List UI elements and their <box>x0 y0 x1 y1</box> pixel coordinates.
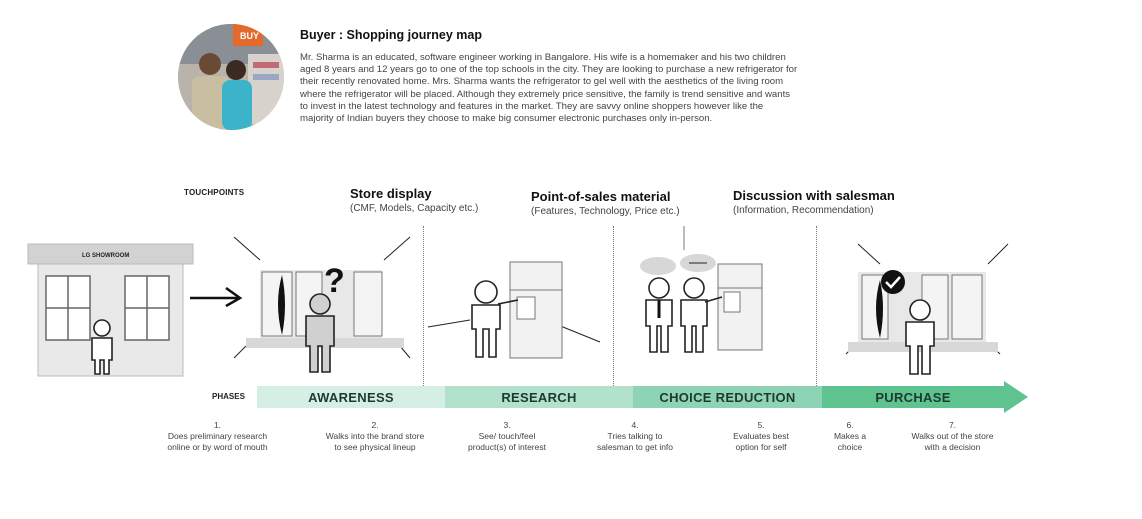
salesman-discussion-subtitle: (Information, Recommendation) <box>733 205 874 216</box>
speech-bubble-icon <box>640 254 716 275</box>
step-1: 1. Does preliminary research online or b… <box>167 420 268 452</box>
showroom-building <box>27 243 194 377</box>
step-6: 6. Makes a choice <box>833 420 867 452</box>
phase-awareness: AWARENESS <box>257 386 445 408</box>
step-3: 3. See/ touch/feel product(s) of interes… <box>468 420 546 452</box>
store-display-title: Store display <box>350 186 432 201</box>
point-of-sale-scene <box>427 319 601 343</box>
store-display-scene <box>233 236 411 359</box>
refrigerator-icon <box>261 271 383 337</box>
phases-label: PHASES <box>212 392 245 401</box>
buyer-photo: BUY <box>178 24 284 130</box>
purchase-scene <box>845 243 1009 355</box>
step-5: 5. Evaluates best option for self <box>733 420 789 452</box>
checkmark-icon <box>881 270 905 294</box>
question-mark-icon: ? <box>324 262 345 300</box>
stage-divider <box>423 226 424 386</box>
page-title: Buyer : Shopping journey map <box>300 28 482 42</box>
refrigerator-icon <box>717 263 763 351</box>
touchpoints-label: TOUCHPOINTS <box>184 188 245 197</box>
refrigerator-decor <box>278 275 285 335</box>
phase-choice-reduction: CHOICE REDUCTION <box>633 386 822 408</box>
refrigerator-decor <box>876 280 883 338</box>
person-icon <box>471 280 519 358</box>
person-icon <box>305 293 335 373</box>
step-4: 4. Tries talking to salesman to get info <box>596 420 674 452</box>
pos-material-subtitle: (Features, Technology, Price etc.) <box>531 206 680 217</box>
person-icon <box>680 277 723 353</box>
buyer-photo-illustration: BUY <box>178 24 284 130</box>
buy-sign-text: BUY <box>240 31 259 41</box>
store-display-subtitle: (CMF, Models, Capacity etc.) <box>350 203 479 214</box>
showroom-sign: LG SHOWROOM <box>82 253 129 259</box>
salesman-discussion-title: Discussion with salesman <box>733 188 895 203</box>
stage-divider <box>613 226 614 386</box>
buy-sign <box>233 24 263 46</box>
step-7: 7. Walks out of the store with a decisio… <box>911 420 994 452</box>
persona-description: Mr. Sharma is an educated, software engi… <box>300 52 798 125</box>
person-icon <box>645 277 673 353</box>
svg-text:?: ? <box>324 262 345 300</box>
person-icon <box>905 299 935 375</box>
arrow-right-icon <box>190 286 243 308</box>
phase-purchase: PURCHASE <box>822 386 1004 408</box>
phase-research: RESEARCH <box>445 386 633 408</box>
refrigerator-icon <box>509 261 563 359</box>
refrigerator-icon <box>861 274 983 340</box>
stage-divider <box>816 226 817 386</box>
pos-material-title: Point-of-sales material <box>531 189 671 204</box>
person-icon <box>91 319 113 375</box>
step-2: 2. Walks into the brand store to see phy… <box>325 420 425 452</box>
